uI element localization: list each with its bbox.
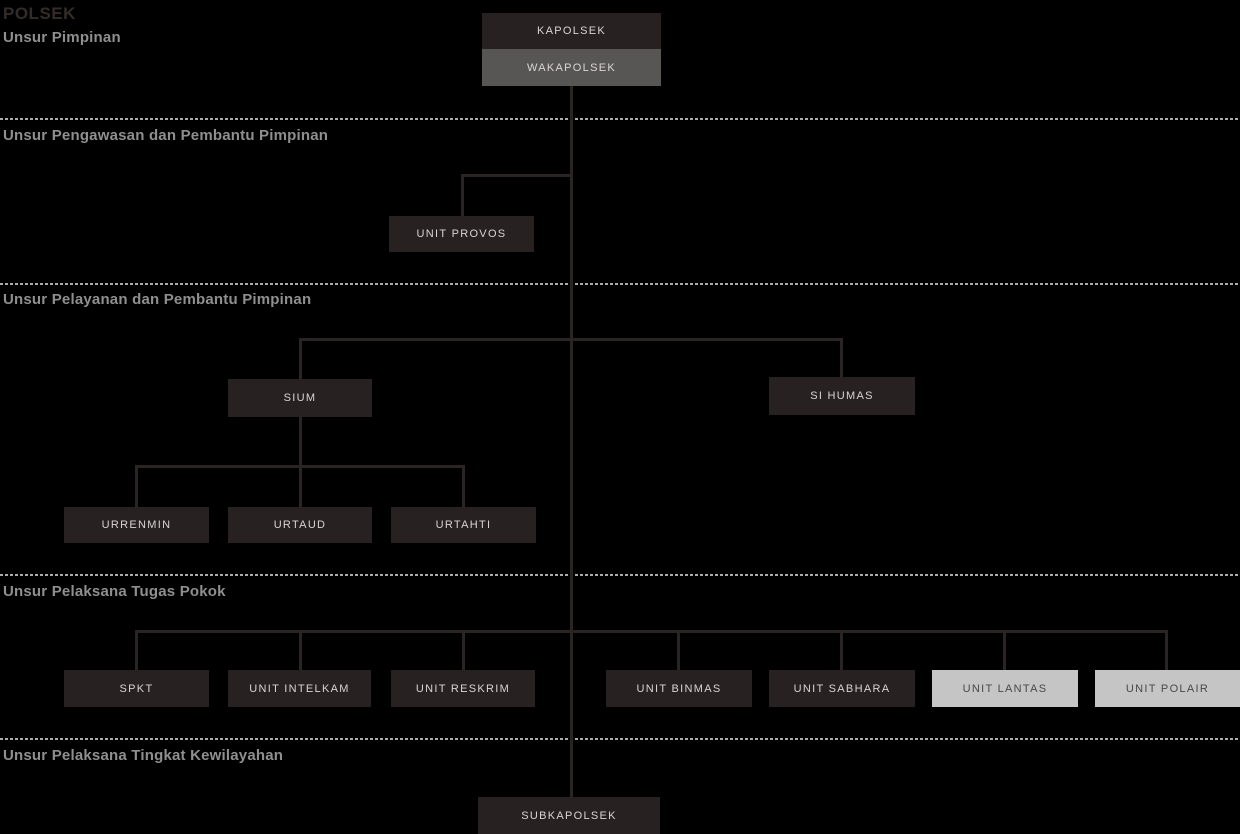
- section-label-pengawasan: Unsur Pengawasan dan Pembantu Pimpinan: [3, 127, 329, 144]
- connector-urtahti-drop: [462, 465, 465, 507]
- page-title: POLSEK: [3, 4, 76, 23]
- connector-sium-stem: [299, 417, 302, 467]
- section-label-pelayanan: Unsur Pelayanan dan Pembantu Pimpinan: [3, 291, 312, 308]
- node-unit-binmas: UNIT BINMAS: [606, 670, 752, 707]
- connector-reskrim-drop: [462, 630, 465, 670]
- connector-trunk: [570, 86, 573, 797]
- connector-urtaud-drop: [299, 465, 302, 507]
- node-spkt: SPKT: [64, 670, 209, 707]
- node-urtahti: URTAHTI: [391, 507, 536, 543]
- connector-spkt-drop: [135, 630, 138, 670]
- node-unit-lantas: UNIT LANTAS: [932, 670, 1078, 707]
- section-divider: [0, 738, 1240, 740]
- connector-provos-horizontal: [461, 174, 571, 177]
- connector-intelkam-drop: [299, 630, 302, 670]
- connector-polair-drop: [1165, 630, 1168, 670]
- connector-binmas-drop: [677, 630, 680, 670]
- node-urrenmin: URRENMIN: [64, 507, 209, 543]
- node-unit-polair: UNIT POLAIR: [1095, 670, 1240, 707]
- section-label-pimpinan: Unsur Pimpinan: [3, 29, 121, 46]
- node-unit-intelkam: UNIT INTELKAM: [228, 670, 371, 707]
- node-unit-sabhara: UNIT SABHARA: [769, 670, 915, 707]
- connector-sium-drop: [299, 338, 302, 379]
- section-divider: [0, 574, 1240, 576]
- section-label-kewilayahan: Unsur Pelaksana Tingkat Kewilayahan: [3, 747, 284, 764]
- node-unit-provos: UNIT PROVOS: [389, 216, 534, 252]
- section-divider: [0, 283, 1240, 285]
- node-kapolsek: KAPOLSEK: [482, 13, 661, 49]
- connector-pelayanan-horizontal: [299, 338, 843, 341]
- connector-lantas-drop: [1003, 630, 1006, 670]
- connector-provos-drop: [461, 174, 464, 216]
- node-si-humas: SI HUMAS: [769, 377, 915, 415]
- node-wakapolsek: WAKAPOLSEK: [482, 49, 661, 86]
- connector-sabhara-drop: [840, 630, 843, 670]
- node-unit-reskrim: UNIT RESKRIM: [391, 670, 535, 707]
- node-urtaud: URTAUD: [228, 507, 372, 543]
- connector-urrenmin-drop: [135, 465, 138, 507]
- node-subkapolsek: SUBKAPOLSEK: [478, 797, 660, 834]
- connector-pokok-horizontal: [135, 630, 1168, 633]
- node-sium: SIUM: [228, 379, 372, 417]
- section-label-pelaksana-pokok: Unsur Pelaksana Tugas Pokok: [3, 583, 226, 600]
- connector-sihumas-drop: [840, 338, 843, 377]
- section-divider: [0, 118, 1240, 120]
